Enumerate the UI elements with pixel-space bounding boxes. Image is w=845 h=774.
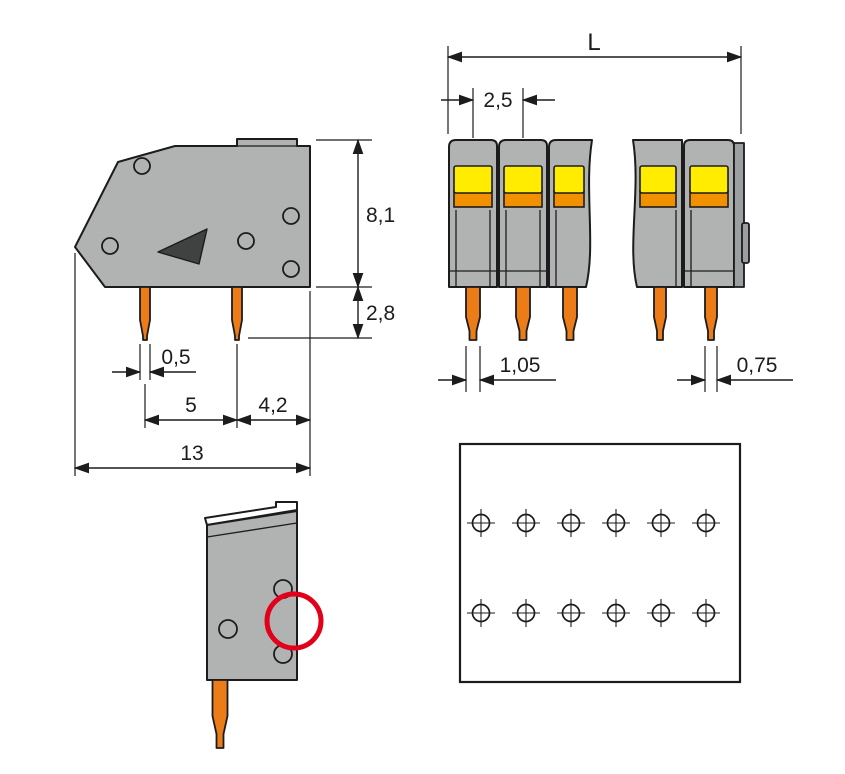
drill-plate-outline	[458, 442, 742, 684]
view-side	[74, 138, 311, 341]
dim-label-solder-pin-width: 1,05	[500, 354, 541, 377]
side-actuation-wedge	[157, 228, 208, 265]
front-pole	[448, 139, 498, 288]
front-left-group	[448, 139, 593, 288]
view-front	[448, 139, 750, 341]
pole-housing-broken	[632, 139, 683, 288]
side-solder-pin	[231, 286, 243, 341]
solder-pin	[704, 286, 718, 341]
end-plate-latch	[741, 222, 750, 264]
dim-label-pin-to-edge: 4,2	[258, 394, 287, 417]
rear-hole	[218, 619, 238, 639]
push-button	[639, 165, 677, 194]
push-button	[453, 165, 493, 194]
view-drill-plan	[458, 442, 742, 684]
dim-label-pole-pitch: 2,5	[483, 89, 512, 112]
highlight-red-circle	[264, 591, 324, 651]
side-hole	[133, 157, 151, 175]
dim-label-pin-length: 2,8	[366, 302, 395, 325]
front-dimensions: L 2,5 1,05 0,75	[438, 29, 793, 392]
view-rear-detail	[204, 501, 324, 749]
side-hole	[282, 260, 300, 278]
dim-label-total-depth: 13	[180, 442, 203, 465]
solder-pin	[562, 286, 578, 341]
side-dimensions: 8,1 2,8 0,5 5 4,2 13	[73, 138, 395, 476]
front-right-group	[632, 139, 750, 288]
side-solder-pin	[139, 286, 151, 341]
front-pole-broken	[548, 139, 593, 288]
dim-label-pin-width: 0,5	[161, 346, 190, 369]
front-pins	[465, 286, 718, 341]
push-button	[503, 165, 543, 194]
side-housing-body	[74, 138, 311, 288]
dim-label-end-pin-width: 0,75	[737, 354, 778, 377]
side-hole	[282, 207, 300, 225]
end-plate-wall	[733, 142, 745, 288]
push-button	[689, 165, 729, 194]
solder-pin	[515, 286, 531, 341]
side-hole	[101, 237, 119, 255]
dim-label-pin-pitch: 5	[185, 394, 197, 417]
solder-pin	[465, 286, 481, 341]
solder-pin	[653, 286, 667, 341]
rear-detail-line	[206, 522, 298, 538]
front-pole	[498, 139, 548, 288]
push-button	[553, 165, 585, 194]
dim-label-housing-height: 8,1	[366, 204, 395, 227]
dim-label-total-length: L	[587, 29, 600, 56]
rear-solder-pin	[211, 679, 229, 749]
side-hole	[237, 232, 255, 250]
